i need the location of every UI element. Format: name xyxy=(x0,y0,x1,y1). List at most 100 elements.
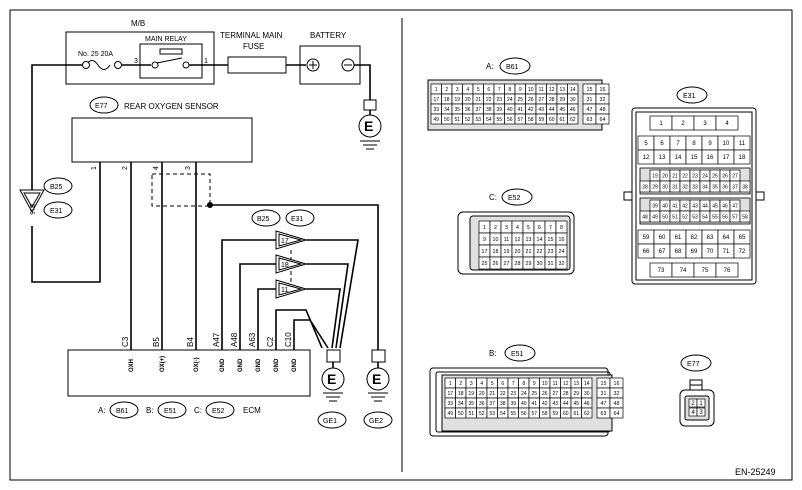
e52-pin: 15 xyxy=(548,237,554,243)
e52-pin: 6 xyxy=(538,225,541,231)
b61-pin: 39 xyxy=(496,107,502,113)
b61-pin: 58 xyxy=(528,117,534,123)
e51-pin: 50 xyxy=(458,411,464,417)
e31-pin: 2 xyxy=(681,121,685,127)
e31-pin: 66 xyxy=(643,249,650,255)
e52-pin: 30 xyxy=(537,261,543,267)
e52-pin: 4 xyxy=(516,225,519,231)
e77-code: E77 xyxy=(687,361,700,368)
main-relay-label: MAIN RELAY xyxy=(145,36,187,43)
e31-pin: 74 xyxy=(680,268,687,274)
e31-pin: 36 xyxy=(722,185,728,191)
wire-shield xyxy=(210,204,379,350)
ground-ge1-text: GE1 xyxy=(323,418,337,425)
e31-pin: 21 xyxy=(672,174,678,180)
harness-badge-b25 xyxy=(43,177,73,195)
e31-pin: 46 xyxy=(722,204,728,210)
mb-title: M/B xyxy=(131,19,145,28)
harness-triangle-inner xyxy=(23,192,41,209)
sensor-badge xyxy=(89,96,119,114)
e31-pin: 14 xyxy=(675,155,682,161)
ecm-pin-label: A48 xyxy=(230,332,239,347)
splice-17: 17 xyxy=(281,238,289,245)
e51-pin: 18 xyxy=(458,391,464,397)
ground-connector-battery xyxy=(363,99,377,111)
e52-cell xyxy=(555,256,568,270)
b61-pin: 6 xyxy=(487,87,490,93)
e51-pin: 19 xyxy=(468,391,474,397)
e31-cell xyxy=(733,243,751,259)
e31-pin: 13 xyxy=(659,155,666,161)
ecm-terminal-name: OX(+) xyxy=(160,356,166,372)
wire-sensor-pin1 xyxy=(31,162,101,283)
e51-side-pin: 63 xyxy=(601,411,607,417)
b61-pin: 20 xyxy=(465,97,471,103)
e51-pin: 36 xyxy=(479,401,485,407)
e31-pin: 23 xyxy=(692,174,698,180)
e31-pin: 59 xyxy=(643,235,650,241)
e52-pin: 32 xyxy=(559,261,565,267)
b61-title: A: xyxy=(486,62,494,71)
b61-pin: 12 xyxy=(549,87,555,93)
e52-pin: 3 xyxy=(505,225,508,231)
harness-b25-text: B25 xyxy=(50,184,63,191)
e51-pin: 3 xyxy=(470,381,473,387)
harness-e31-text: E31 xyxy=(50,208,63,215)
main-relay-box xyxy=(139,43,203,79)
e52-pin: 24 xyxy=(559,249,565,255)
harness-badge-e31 xyxy=(43,201,73,219)
terminal-main-fuse xyxy=(227,56,287,74)
relay-contact-right xyxy=(182,61,190,69)
e51-pin: 26 xyxy=(542,391,548,397)
ecm-conn-a-badge xyxy=(109,401,139,419)
b61-pin: 7 xyxy=(498,87,501,93)
e31-pin: 76 xyxy=(724,268,731,274)
splice-11: 11 xyxy=(281,287,288,294)
e31-pin: 16 xyxy=(707,155,714,161)
e31-pin: 17 xyxy=(723,155,730,161)
e31-cell xyxy=(715,262,739,278)
e31-code: E31 xyxy=(683,93,696,100)
b61-pin: 11 xyxy=(539,87,544,93)
wire-gnd-c2 xyxy=(275,309,323,350)
e51-side-cell xyxy=(609,407,624,419)
splice-18: 18 xyxy=(281,262,289,269)
e52-badge xyxy=(501,188,533,206)
b61-pin: 42 xyxy=(528,107,534,113)
b61-pin: 28 xyxy=(549,97,555,103)
e51-pin: 37 xyxy=(489,401,495,407)
b61-pin: 36 xyxy=(465,107,471,113)
e51-pin: 62 xyxy=(584,411,590,417)
b61-side-pin: 64 xyxy=(600,117,606,123)
e51-pin: 24 xyxy=(521,391,527,397)
relay-coil xyxy=(159,48,183,55)
b61-pin: 50 xyxy=(444,117,450,123)
e31-tab-right xyxy=(755,191,765,201)
e52-pin: 13 xyxy=(526,237,532,243)
e52-pin: 14 xyxy=(537,237,543,243)
e51-code: E51 xyxy=(511,351,524,358)
e77-pin: 1 xyxy=(699,401,703,407)
e31-pin: 49 xyxy=(652,215,658,221)
splice-dot xyxy=(207,202,213,208)
ground-icon-ge2 xyxy=(366,367,390,391)
e31-pin: 27 xyxy=(732,174,738,180)
e31-pin: 10 xyxy=(723,141,730,147)
e31-pin: 44 xyxy=(702,204,708,210)
b61-side-pin: 48 xyxy=(600,107,606,113)
e31-pin: 25 xyxy=(712,174,718,180)
ecm-conn-a: B61 xyxy=(116,408,129,415)
e31-cell xyxy=(715,115,739,131)
e31-pin: 31 xyxy=(672,185,678,191)
e51-pin: 29 xyxy=(573,391,579,397)
e31-pin: 40 xyxy=(662,204,668,210)
wire-splice17-ge xyxy=(306,239,359,349)
ecm-conn-c: E52 xyxy=(212,408,225,415)
b61-pin: 34 xyxy=(444,107,450,113)
e31-pin: 48 xyxy=(642,215,648,221)
b61-pin: 30 xyxy=(570,97,576,103)
e51-pin: 45 xyxy=(573,401,579,407)
e31-pin: 30 xyxy=(662,185,668,191)
e52-pin: 7 xyxy=(549,225,552,231)
e51-badge xyxy=(504,344,536,362)
